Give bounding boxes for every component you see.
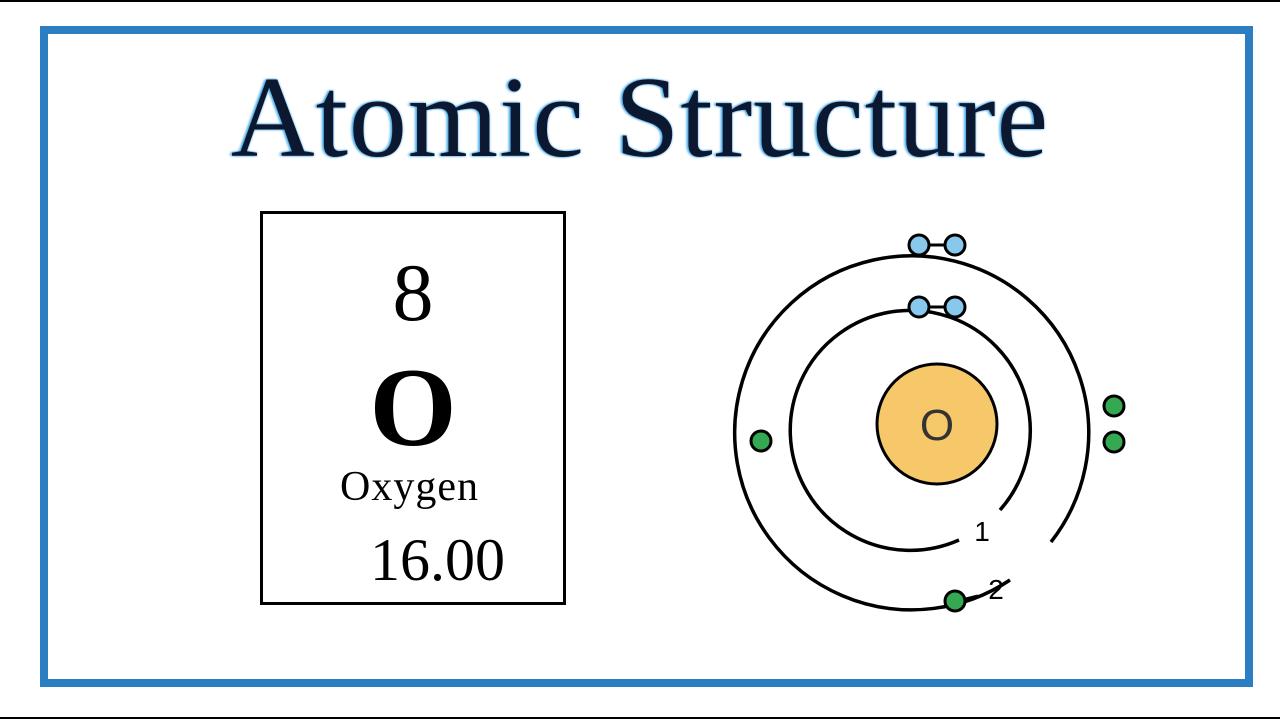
electron — [907, 295, 931, 319]
element-name: Oxygen — [340, 464, 479, 510]
electron — [907, 233, 931, 257]
shell-2-label: 2 — [988, 574, 1004, 605]
shell-2-label-tick — [965, 594, 979, 601]
bottom-rule — [0, 717, 1280, 719]
electron — [943, 589, 967, 613]
shell-2-orbit — [732, 254, 1091, 612]
nucleus-label: O — [920, 401, 954, 450]
nucleus — [875, 362, 999, 486]
slide-frame — [40, 26, 1253, 687]
atomic-number: 8 — [392, 247, 434, 338]
top-rule — [0, 0, 1280, 2]
periodic-element-card: 8 O Oxygen 16.00 — [260, 211, 566, 605]
electron — [1102, 430, 1126, 454]
electron — [1102, 394, 1126, 418]
electron — [943, 233, 967, 257]
page-title: Atomic Structure — [230, 54, 1050, 182]
shell-1-label: 1 — [974, 516, 990, 547]
shell-1-orbit — [788, 308, 1032, 553]
element-symbol: O — [369, 346, 457, 470]
electron — [943, 295, 967, 319]
electron — [749, 429, 773, 453]
atomic-mass: 16.00 — [370, 527, 505, 593]
